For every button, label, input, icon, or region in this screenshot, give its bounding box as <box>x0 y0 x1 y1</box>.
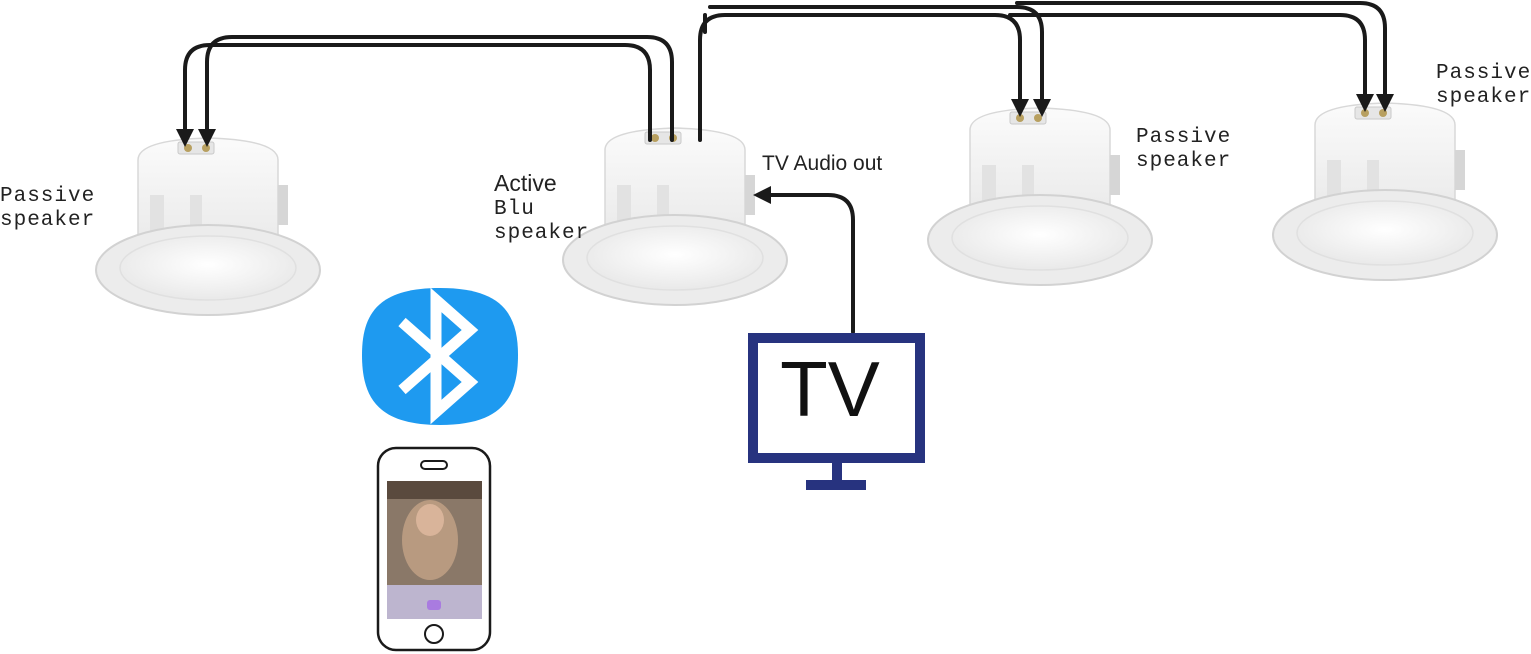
mid-passive-speaker-icon <box>928 108 1152 285</box>
wire-mid-1 <box>700 15 1020 140</box>
wire-left-1 <box>185 45 650 140</box>
active-speaker-label: Active Blu speaker <box>494 172 589 244</box>
active-speaker-icon <box>563 128 787 305</box>
active-line-1: Blu <box>494 199 589 220</box>
mid-passive-label: Passive speaker <box>1136 127 1231 172</box>
left-passive-line-1: Passive <box>0 186 95 207</box>
right-passive-line-1: Passive <box>1436 63 1531 84</box>
active-line-2: speaker <box>494 223 589 244</box>
right-passive-line-2: speaker <box>1436 87 1531 108</box>
wire-mid-2 <box>705 7 1042 108</box>
right-passive-label: Passive speaker <box>1436 63 1531 108</box>
bluetooth-icon <box>362 288 518 425</box>
tv-audio-out-label: TV Audio out <box>762 153 882 174</box>
left-passive-speaker-icon <box>96 138 320 315</box>
right-passive-speaker-icon <box>1273 103 1497 280</box>
smartphone-icon <box>378 448 490 650</box>
wire-right-2 <box>1017 3 1385 103</box>
active-title: Active <box>494 172 589 195</box>
wire-left-2 <box>207 37 672 140</box>
mid-passive-line-1: Passive <box>1136 127 1231 148</box>
mid-passive-line-2: speaker <box>1136 151 1231 172</box>
left-passive-line-2: speaker <box>0 210 95 231</box>
tv-label: TV <box>775 350 885 428</box>
left-passive-label: Passive speaker <box>0 186 95 231</box>
wire-right-1 <box>1010 15 1365 103</box>
